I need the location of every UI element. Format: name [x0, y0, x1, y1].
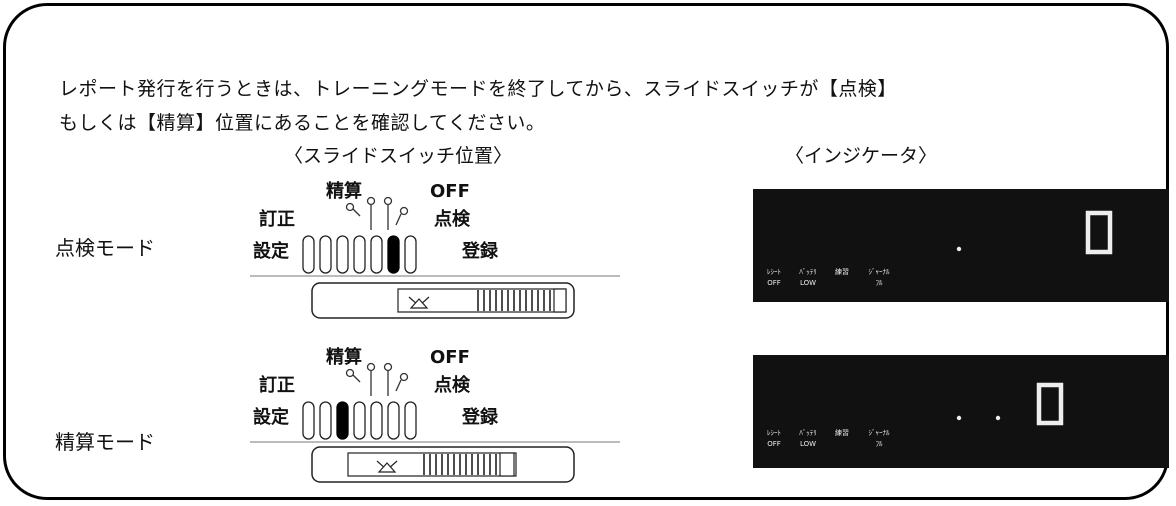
slot-row	[302, 235, 417, 274]
slide-switch-seisan: 精算 OFF 訂正 点検 設定 登録	[250, 341, 630, 491]
indicator-receipt-label: ﾚｼｰﾄ	[767, 429, 781, 437]
decimal-dot	[956, 246, 962, 252]
indicator-panel-tenken: 0 ﾚｼｰﾄ OFF ﾊﾞｯﾃﾘ LOW 練習 ｼﾞｬｰﾅﾙ ﾌﾙ	[753, 189, 1169, 302]
leader-pins	[345, 196, 409, 230]
indicator-battery-label: ﾊﾞｯﾃﾘ	[799, 268, 817, 276]
indicator-battery-sub: LOW	[800, 440, 816, 448]
label-touroku: 登録	[461, 406, 499, 428]
digit-value: 0	[1050, 400, 1060, 419]
mode-label-seisan: 精算モード	[55, 430, 155, 454]
slot-2	[319, 235, 332, 274]
indicator-receipt-sub: OFF	[767, 440, 781, 448]
label-teisei: 訂正	[259, 208, 295, 230]
slot-6-active	[387, 235, 400, 274]
label-seisan: 精算	[326, 346, 362, 368]
decimal-dot-1	[956, 415, 962, 421]
label-tenken: 点検	[434, 374, 471, 396]
indicator-receipt-sub: OFF	[767, 279, 781, 287]
slot-2	[319, 401, 332, 440]
indicator-training-label: 練習	[835, 267, 849, 276]
switch-position-heading: 〈スライドスイッチ位置〉	[284, 145, 513, 167]
slot-4	[353, 235, 366, 274]
seven-segment-digit: 0	[1085, 210, 1113, 255]
label-tenken: 点検	[434, 208, 471, 230]
slot-row	[302, 401, 417, 440]
indicator-heading: 〈インジケータ〉	[785, 145, 938, 167]
mode-label-tenken: 点検モード	[55, 236, 155, 260]
indicator-journal-sub: ﾌﾙ	[876, 279, 884, 287]
slot-7	[404, 235, 417, 274]
decimal-dot-2	[995, 415, 1001, 421]
slot-1	[302, 401, 315, 440]
indicator-receipt-label: ﾚｼｰﾄ	[767, 268, 781, 276]
label-teisei: 訂正	[259, 374, 295, 396]
indicator-training-label: 練習	[835, 428, 849, 437]
slot-4	[353, 401, 366, 440]
indicator-journal-label: ｼﾞｬｰﾅﾙ	[869, 429, 890, 437]
indicator-panel-seisan: 0 ﾚｼｰﾄ OFF ﾊﾞｯﾃﾘ LOW 練習 ｼﾞｬｰﾅﾙ ﾌﾙ	[753, 355, 1169, 468]
indicator-battery-sub: LOW	[800, 279, 816, 287]
slider-body	[311, 446, 575, 483]
indicator-journal-sub: ﾌﾙ	[876, 440, 884, 448]
slot-3	[336, 235, 349, 274]
label-touroku: 登録	[461, 240, 499, 262]
slot-7	[404, 401, 417, 440]
label-off: OFF	[430, 181, 470, 202]
description-line-2: もしくは【精算】位置にあることを確認してください。	[59, 112, 546, 134]
slot-5	[370, 401, 383, 440]
label-settei: 設定	[253, 406, 289, 428]
slide-switch-tenken: 精算 OFF 訂正 点検 設定 登録	[250, 175, 630, 325]
description-line-1: レポート発行を行うときは、トレーニングモードを終了してから、スライドスイッチが【…	[59, 78, 897, 100]
label-off: OFF	[430, 347, 470, 368]
slot-1	[302, 235, 315, 274]
label-settei: 設定	[253, 240, 289, 262]
slot-5	[370, 235, 383, 274]
seven-segment-digit: 0	[1036, 382, 1064, 426]
label-seisan: 精算	[326, 180, 362, 202]
indicator-journal-label: ｼﾞｬｰﾅﾙ	[869, 268, 890, 276]
indicator-battery-label: ﾊﾞｯﾃﾘ	[799, 429, 817, 437]
slot-6	[387, 401, 400, 440]
slot-3-active	[336, 401, 349, 440]
leader-pins	[345, 362, 409, 396]
slider-body	[311, 282, 575, 319]
